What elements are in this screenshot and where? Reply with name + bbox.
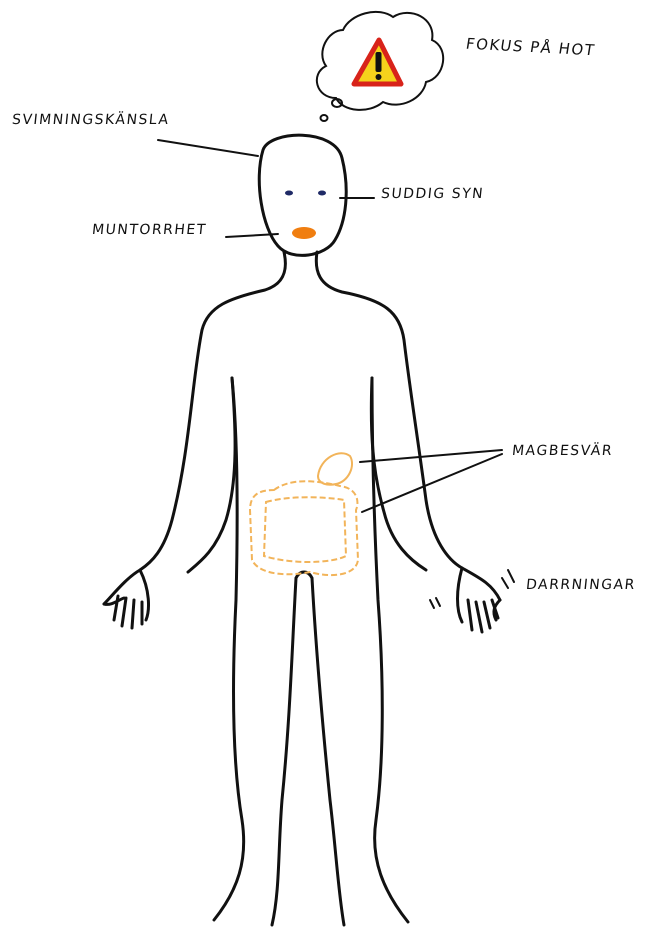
eyes (285, 191, 326, 196)
label-stomach-trouble: MAGBESVÄR (511, 443, 614, 459)
label-dry-mouth: MUNTORRHET (91, 222, 207, 238)
leader-lines (158, 140, 514, 608)
label-blurred-vision: SUDDIG SYN (380, 186, 485, 202)
body-outline (104, 135, 500, 925)
mouth (292, 227, 316, 239)
digestive-organs (250, 453, 358, 575)
label-trembling: DARRNINGAR (525, 577, 636, 593)
label-faintness: SVIMNINGSKÄNSLA (11, 112, 170, 128)
warning-triangle-icon (354, 40, 401, 84)
